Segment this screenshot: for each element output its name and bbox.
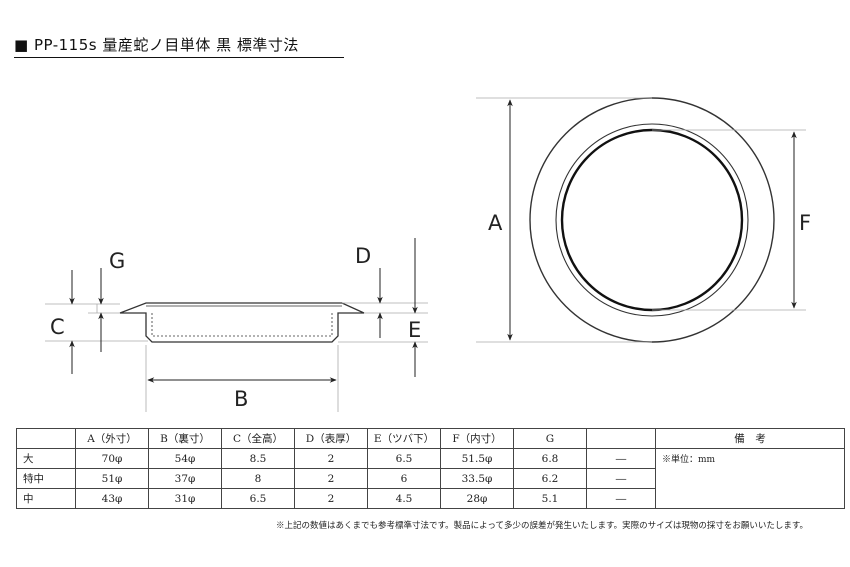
- footnote: ※上記の数値はあくまでも参考標準寸法です。製品によって多少の誤差が発生いたします…: [276, 521, 809, 531]
- d-label: D: [355, 244, 371, 268]
- header-cell: E（ツバ下）: [367, 428, 441, 449]
- table-cell: 6.8: [513, 448, 587, 469]
- a-label: A: [488, 211, 503, 235]
- table-cell: 2: [294, 468, 368, 489]
- title-underline: [14, 57, 344, 58]
- header-cell: A（外寸）: [75, 428, 149, 449]
- table-cell: 6.5: [367, 448, 441, 469]
- header-cell: 備 考: [655, 428, 845, 449]
- table-cell: 6: [367, 468, 441, 489]
- c-label: C: [50, 315, 65, 339]
- table-cell: 8.5: [221, 448, 295, 469]
- table-cell: 28φ: [440, 488, 514, 509]
- row-name: 大: [16, 448, 76, 469]
- table-header-row: A（外寸） B（裏寸） C（全高） D（表厚） E（ツバ下） F（内寸） G 備…: [16, 428, 845, 449]
- row-name: 中: [16, 488, 76, 509]
- outer-rim: [529, 97, 775, 343]
- table-cell: 2: [294, 488, 368, 509]
- spec-table: A（外寸） B（裏寸） C（全高） D（表厚） E（ツバ下） F（内寸） G 備…: [16, 428, 845, 509]
- table-cell: 37φ: [148, 468, 222, 489]
- remarks-note: ※単位：mm: [655, 448, 845, 509]
- table-cell: 6.2: [513, 468, 587, 489]
- table-cell: 6.5: [221, 488, 295, 509]
- a-extension-lines: [476, 97, 806, 343]
- b-label: B: [234, 387, 248, 411]
- header-cell: C（全高）: [221, 428, 295, 449]
- side-hidden-line: [151, 313, 333, 337]
- inner-rim-outer: [555, 123, 749, 317]
- header-cell: [16, 428, 76, 449]
- table-row: 中 43φ 31φ 6.5 2 4.5 28φ 5.1 ―: [16, 488, 845, 509]
- page-title: ■ PP-115s 量産蛇ノ目単体 黒 標準寸法: [14, 36, 299, 54]
- g-label: G: [109, 249, 125, 273]
- inner-opening: [560, 128, 744, 312]
- table-cell: 2: [294, 448, 368, 469]
- table-row: 特中 51φ 37φ 8 2 6 33.5φ 6.2 ―: [16, 468, 845, 489]
- table-cell: 51.5φ: [440, 448, 514, 469]
- f-label: F: [799, 211, 811, 235]
- table-cell: 31φ: [148, 488, 222, 509]
- table-cell: 5.1: [513, 488, 587, 509]
- table-row: 大 70φ 54φ 8.5 2 6.5 51.5φ 6.8 ― ※単位：mm: [16, 448, 845, 509]
- side-profile: [119, 302, 365, 343]
- row-name: 特中: [16, 468, 76, 489]
- header-cell: D（表厚）: [294, 428, 368, 449]
- table-cell: 54φ: [148, 448, 222, 469]
- table-cell: 8: [221, 468, 295, 489]
- table-cell: 33.5φ: [440, 468, 514, 489]
- header-cell: [586, 428, 656, 449]
- table-cell: 43φ: [75, 488, 149, 509]
- header-cell: G: [513, 428, 587, 449]
- table-cell: ―: [586, 468, 656, 489]
- table-cell: 4.5: [367, 488, 441, 509]
- table-cell: ―: [586, 488, 656, 509]
- side-view: [119, 302, 365, 343]
- top-view: [529, 97, 775, 343]
- table-cell: 51φ: [75, 468, 149, 489]
- header-cell: F（内寸）: [440, 428, 514, 449]
- table-cell: ―: [586, 448, 656, 469]
- table-cell: 70φ: [75, 448, 149, 469]
- header-cell: B（裏寸）: [148, 428, 222, 449]
- dimension-drawing: C G B D E A F: [45, 97, 811, 412]
- e-label: E: [408, 318, 421, 342]
